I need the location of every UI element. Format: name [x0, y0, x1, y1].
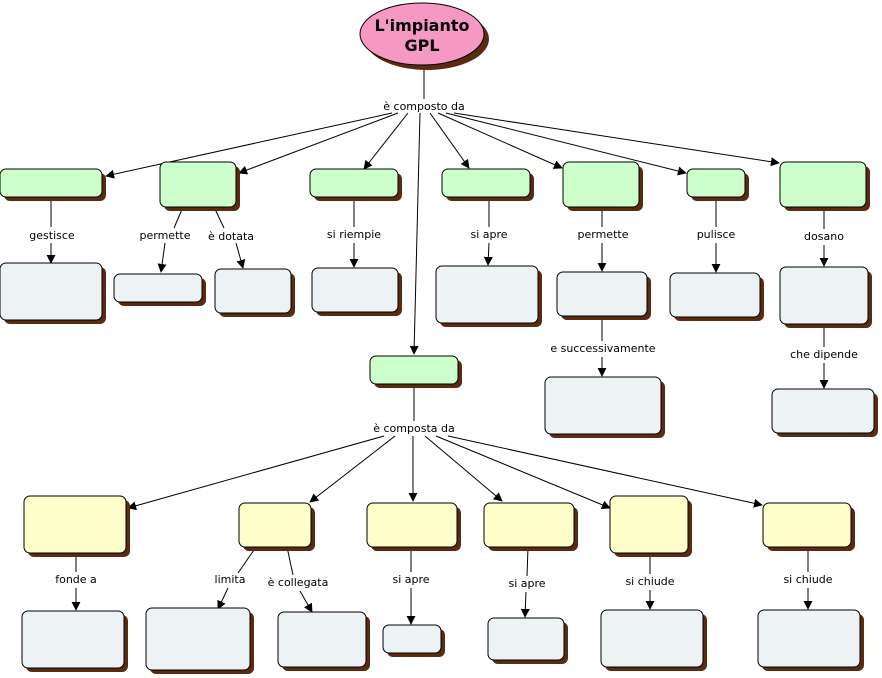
root-title-line1: L'impianto [374, 16, 469, 35]
concept-node-1[interactable] [0, 168, 106, 201]
concept-node-7-box [779, 161, 867, 208]
link-permette-b: permette [578, 228, 629, 241]
arrow-to-node-2 [238, 112, 399, 175]
blank-node-dipende[interactable] [771, 388, 878, 437]
blank-node-collegata[interactable] [277, 611, 370, 671]
concept-node-6[interactable] [686, 168, 749, 201]
arrow-to-yellow-4 [424, 435, 503, 502]
green-nodes [0, 161, 870, 388]
link-gestisce: gestisce [29, 229, 75, 242]
link-apre-c: si apre [508, 577, 545, 590]
concept-node-4-box [441, 168, 531, 198]
link-dipende: che dipende [790, 348, 858, 361]
link-successivamente: e successivamente [550, 342, 655, 355]
line-limita-bottom [217, 587, 229, 610]
arrow-to-node-4 [429, 112, 470, 169]
concept-node-3[interactable] [309, 168, 402, 201]
part-node-3[interactable] [366, 502, 461, 551]
arrow-to-yellow-6 [447, 435, 763, 508]
part-node-6[interactable] [762, 502, 855, 551]
arrow-to-node-7 [453, 112, 780, 167]
blank-node-apre-a[interactable] [435, 265, 542, 327]
part-node-1[interactable] [23, 495, 130, 557]
link-dotata: è dotata [208, 230, 254, 243]
link-permette-a: permette [140, 229, 191, 242]
part-node-2[interactable] [238, 502, 315, 551]
link-dosano: dosano [804, 230, 844, 243]
link-chiude-a: si chiude [625, 575, 674, 588]
arrow-to-middle-node [409, 112, 421, 355]
arrow-to-node-3 [363, 112, 409, 170]
concept-node-middle-box [369, 355, 459, 385]
blank-node-permette-b[interactable] [556, 271, 651, 320]
link-collegata: è collegata [268, 576, 329, 589]
root-concept[interactable]: L'impianto GPL [359, 2, 489, 70]
blank-node-gestisce[interactable] [0, 262, 106, 324]
arrow-to-yellow-1 [127, 435, 385, 511]
blank-nodes-top [0, 262, 878, 438]
line-apre-c-top [526, 547, 529, 577]
concept-node-3-box [309, 168, 399, 198]
link-composto-da: è composto da [383, 100, 464, 113]
root-title-line2: GPL [404, 36, 439, 55]
linking-phrases: è composto da gestisce permette è dotata… [29, 100, 858, 590]
line-collegata-bottom [299, 590, 313, 613]
concept-node-5-box [562, 161, 640, 208]
concept-node-1-box [0, 168, 103, 198]
blank-node-dotata[interactable] [214, 268, 295, 317]
blank-node-apre-b[interactable] [382, 624, 445, 657]
arrow-to-node-1 [105, 112, 393, 179]
blank-node-successivamente[interactable] [544, 376, 665, 438]
blank-nodes-bottom [21, 607, 864, 674]
link-pulisce: pulisce [697, 228, 736, 241]
concept-node-middle[interactable] [369, 355, 462, 388]
arrow-to-node-5 [437, 112, 563, 169]
concept-node-6-box [686, 168, 746, 198]
blank-node-chiude-b[interactable] [757, 609, 864, 671]
arrow-to-node-6 [445, 112, 687, 176]
line-permette-a-bottom [157, 242, 167, 273]
link-limita: limita [215, 573, 246, 586]
concept-node-7[interactable] [779, 161, 870, 211]
yellow-nodes [23, 495, 855, 557]
link-apre-a: si apre [470, 228, 507, 241]
link-composta-da: è composta da [373, 422, 454, 435]
concept-node-2[interactable] [159, 161, 240, 211]
line-dotata-bottom [235, 242, 246, 269]
blank-node-apre-c[interactable] [487, 617, 568, 664]
blank-node-riempie[interactable] [311, 267, 402, 316]
concept-node-5[interactable] [562, 161, 643, 211]
concept-node-2-box [159, 161, 237, 208]
part-node-4[interactable] [483, 502, 578, 551]
arrow-to-yellow-5 [435, 435, 611, 510]
line-apre-c-bottom [520, 591, 530, 618]
line-apre-a-bottom [483, 242, 493, 266]
blank-node-limita[interactable] [145, 607, 254, 674]
blank-node-dosano[interactable] [779, 266, 872, 328]
link-riempie: si riempie [327, 228, 381, 241]
blank-node-pulisce[interactable] [669, 272, 764, 321]
arrow-to-yellow-2 [309, 435, 396, 503]
link-chiude-b: si chiude [783, 573, 832, 586]
concept-node-4[interactable] [441, 168, 534, 201]
line-limita-top [237, 546, 257, 574]
line-collegata-top [286, 546, 294, 576]
blank-node-chiude-a[interactable] [600, 609, 707, 671]
part-node-5[interactable] [609, 495, 692, 557]
link-fonde: fonde a [55, 573, 97, 586]
link-apre-b: si apre [392, 573, 429, 586]
blank-node-fonde[interactable] [21, 610, 128, 672]
root-ellipse [359, 2, 485, 66]
blank-node-permette-a[interactable] [113, 273, 206, 306]
